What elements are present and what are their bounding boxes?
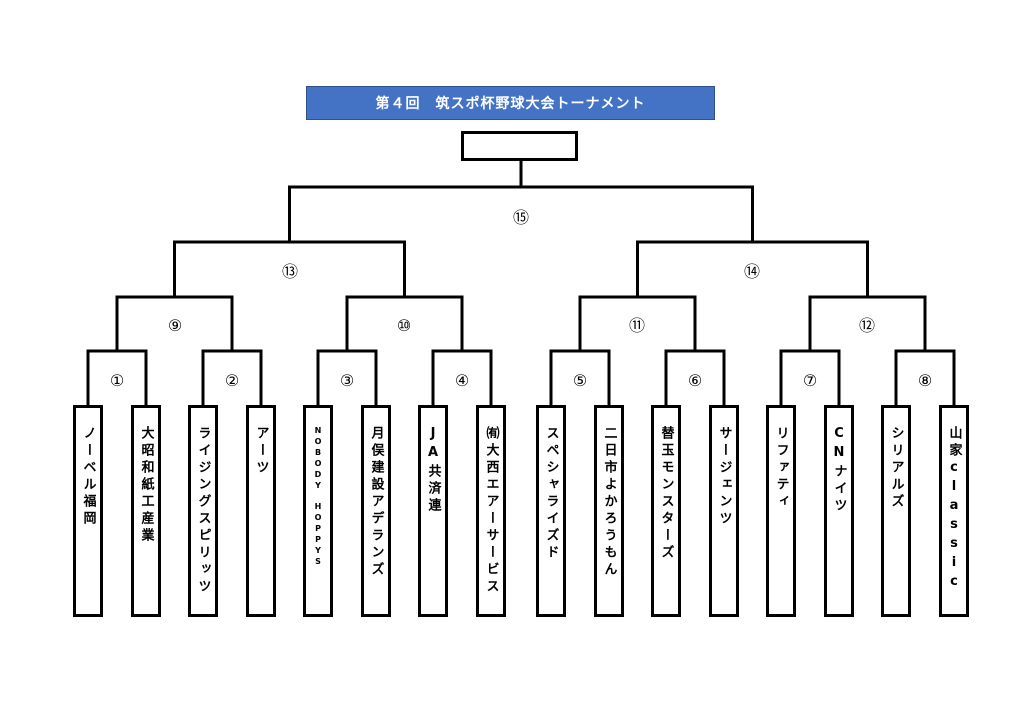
match-number-12: ⑫ <box>858 316 875 335</box>
match-number-5: ⑤ <box>572 371 588 390</box>
match-number-13: ⑬ <box>281 262 298 281</box>
team-name: ㈲大西エアーサービス <box>483 426 499 596</box>
team-box: 月俣建設アデランズ <box>361 405 391 617</box>
team-name: シリアルズ <box>888 426 904 511</box>
team-name: リファティ <box>773 426 789 511</box>
team-name: JA共済連 <box>425 426 441 515</box>
team-box: 二日市よかろうもん <box>594 405 624 617</box>
team-name: CNナイツ <box>831 426 847 515</box>
match-number-6: ⑥ <box>687 371 703 390</box>
match-number-11: ⑪ <box>628 316 645 335</box>
team-name: 月俣建設アデランズ <box>368 426 384 579</box>
team-name: 二日市よかろうもん <box>601 426 617 579</box>
team-box: CNナイツ <box>824 405 854 617</box>
team-box: 山家classic <box>939 405 969 617</box>
team-name: サージェンツ <box>716 426 732 528</box>
match-number-2: ② <box>224 371 240 390</box>
team-box: サージェンツ <box>709 405 739 617</box>
match-number-1: ① <box>109 371 125 390</box>
team-name: 山家classic <box>946 426 962 593</box>
team-name: スペシャライズド <box>543 426 559 562</box>
team-name: ノーベル福岡 <box>80 426 96 528</box>
match-number-4: ④ <box>454 371 470 390</box>
team-box: アーツ <box>246 405 276 617</box>
team-box: スペシャライズド <box>536 405 566 617</box>
match-number-7: ⑦ <box>802 371 818 390</box>
team-name: アーツ <box>253 426 269 477</box>
team-name: ライジングスピリッツ <box>195 426 211 596</box>
team-name: 大昭和紙工産業 <box>138 426 154 545</box>
match-number-3: ③ <box>339 371 355 390</box>
match-number-10: ⑩ <box>396 316 412 335</box>
team-box: 替玉モンスターズ <box>651 405 681 617</box>
tournament-title: 第４回 筑スポ杯野球大会トーナメント <box>306 86 715 120</box>
match-number-14: ⑭ <box>743 262 760 281</box>
team-box: リファティ <box>766 405 796 617</box>
team-name: 替玉モンスターズ <box>658 426 674 562</box>
team-box: JA共済連 <box>418 405 448 617</box>
team-box: ライジングスピリッツ <box>188 405 218 617</box>
team-box: ㈲大西エアーサービス <box>476 405 506 617</box>
match-number-9: ⑨ <box>167 316 183 335</box>
team-box: NOBODY HOPPYS <box>303 405 333 617</box>
team-name: NOBODY HOPPYS <box>313 426 323 568</box>
team-box: ノーベル福岡 <box>73 405 103 617</box>
match-number-8: ⑧ <box>917 371 933 390</box>
champion-box <box>461 131 578 161</box>
match-number-15: ⑮ <box>512 208 529 227</box>
team-box: 大昭和紙工産業 <box>131 405 161 617</box>
team-box: シリアルズ <box>881 405 911 617</box>
